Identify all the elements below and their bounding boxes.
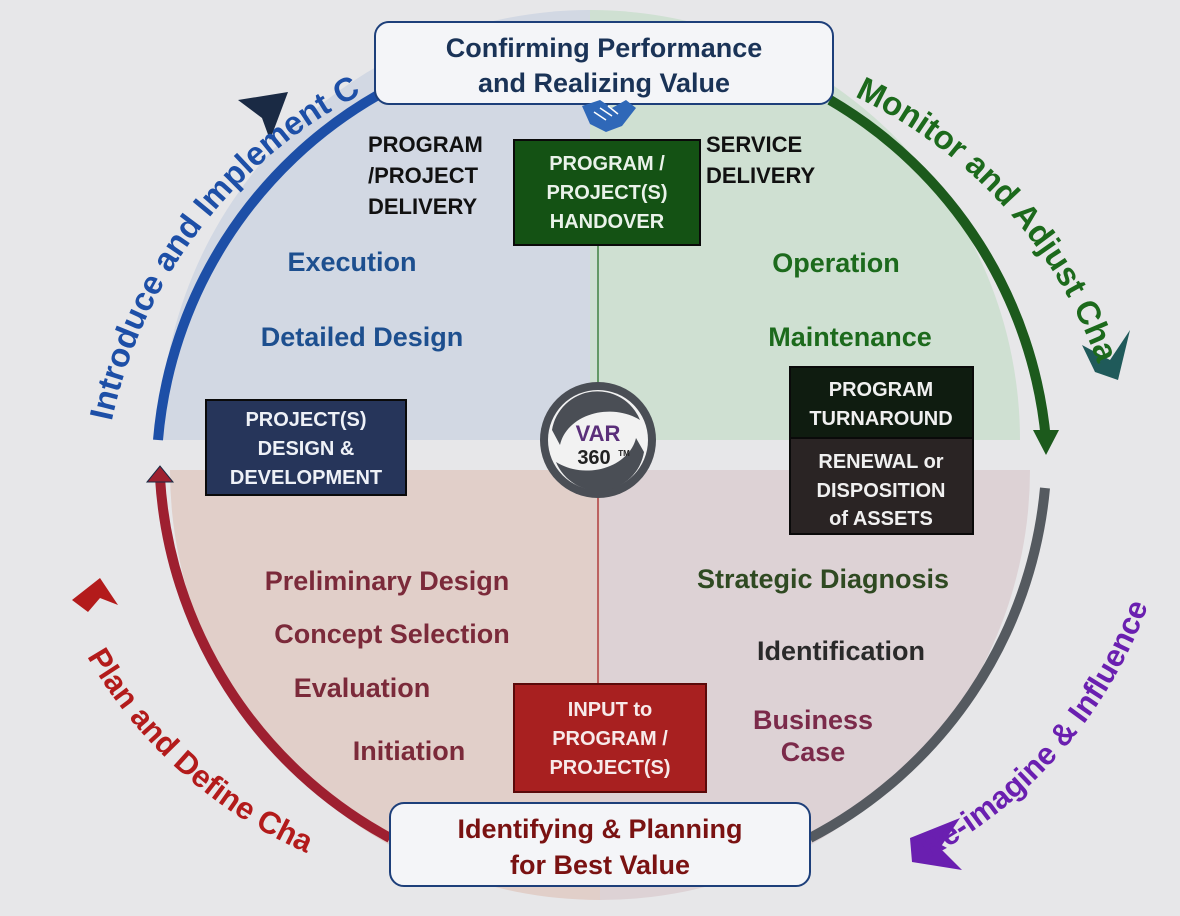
turnaround-line2: TURNAROUND — [809, 408, 952, 430]
chevron-bottom-right-icon — [910, 818, 962, 870]
handshake-icon — [582, 100, 636, 132]
label-execution: Execution — [287, 247, 416, 277]
quadrant-top-left — [160, 10, 590, 440]
handover-line2: PROJECT(S) — [546, 182, 667, 204]
turnaround-line1: PROGRAM — [829, 379, 933, 401]
ring-arc-top-left — [153, 90, 381, 441]
renewal-line2: DISPOSITION — [817, 480, 946, 502]
handover-box — [513, 139, 701, 246]
logo-360-text: 360 — [577, 447, 610, 469]
input-line1: INPUT to — [568, 699, 652, 721]
turnaround-box — [789, 366, 974, 439]
label-concept-selection: Concept Selection — [274, 619, 510, 649]
quadrant-bottom-right — [600, 470, 1030, 900]
ring-arc-bottom-left — [155, 477, 393, 843]
top-banner-line2: and Realizing Value — [478, 68, 730, 98]
var360-logo: VAR 360 TM — [540, 382, 656, 498]
design-dev-line2: DESIGN & — [258, 438, 355, 460]
arrowhead-bottom-left — [145, 465, 175, 483]
top-banner-line1: Confirming Performance — [446, 33, 763, 63]
label-preliminary-design: Preliminary Design — [265, 566, 510, 596]
renewal-line1: RENEWAL or — [818, 451, 943, 473]
label-case: Case — [781, 737, 846, 767]
ring-arc-top-right — [827, 95, 1051, 441]
handover-line3: HANDOVER — [550, 211, 665, 233]
label-evaluation: Evaluation — [294, 673, 431, 703]
bottom-banner-line2: for Best Value — [510, 850, 690, 880]
program-delivery-line2: /PROJECT — [368, 163, 479, 188]
renewal-line3: of ASSETS — [829, 508, 933, 530]
bottom-banner-line1: Identifying & Planning — [458, 814, 743, 844]
chevron-top-left-icon — [238, 92, 288, 140]
renewal-box — [789, 437, 974, 535]
label-business: Business — [753, 705, 873, 735]
design-development-box — [205, 399, 407, 496]
chevron-bottom-left-icon — [72, 578, 118, 612]
label-identification: Identification — [757, 636, 925, 666]
arrowhead-top-right — [1033, 430, 1059, 455]
label-detailed-design: Detailed Design — [261, 322, 464, 352]
label-strategic-diagnosis: Strategic Diagnosis — [697, 564, 949, 594]
service-delivery-line1: SERVICE — [706, 132, 802, 157]
program-delivery-line3: DELIVERY — [368, 194, 478, 219]
label-maintenance: Maintenance — [768, 322, 932, 352]
input-box — [513, 683, 707, 793]
handover-line1: PROGRAM / — [549, 153, 665, 175]
quadrant-top-right — [590, 10, 1020, 440]
program-delivery-line1: PROGRAM — [368, 132, 483, 157]
design-dev-line1: PROJECT(S) — [245, 409, 366, 431]
logo-tm-text: TM — [618, 449, 630, 458]
label-initiation: Initiation — [353, 736, 465, 766]
logo-var-text: VAR — [576, 421, 621, 446]
quadrant-bottom-left — [170, 470, 600, 900]
service-delivery-line2: DELIVERY — [706, 163, 816, 188]
bottom-banner — [389, 802, 811, 887]
input-line2: PROGRAM / — [552, 728, 668, 750]
design-dev-line3: DEVELOPMENT — [230, 467, 382, 489]
label-operation: Operation — [772, 248, 900, 278]
chevron-top-right-icon — [1082, 330, 1130, 380]
input-line3: PROJECT(S) — [549, 757, 670, 779]
ring-arc-bottom-right — [807, 487, 1050, 843]
